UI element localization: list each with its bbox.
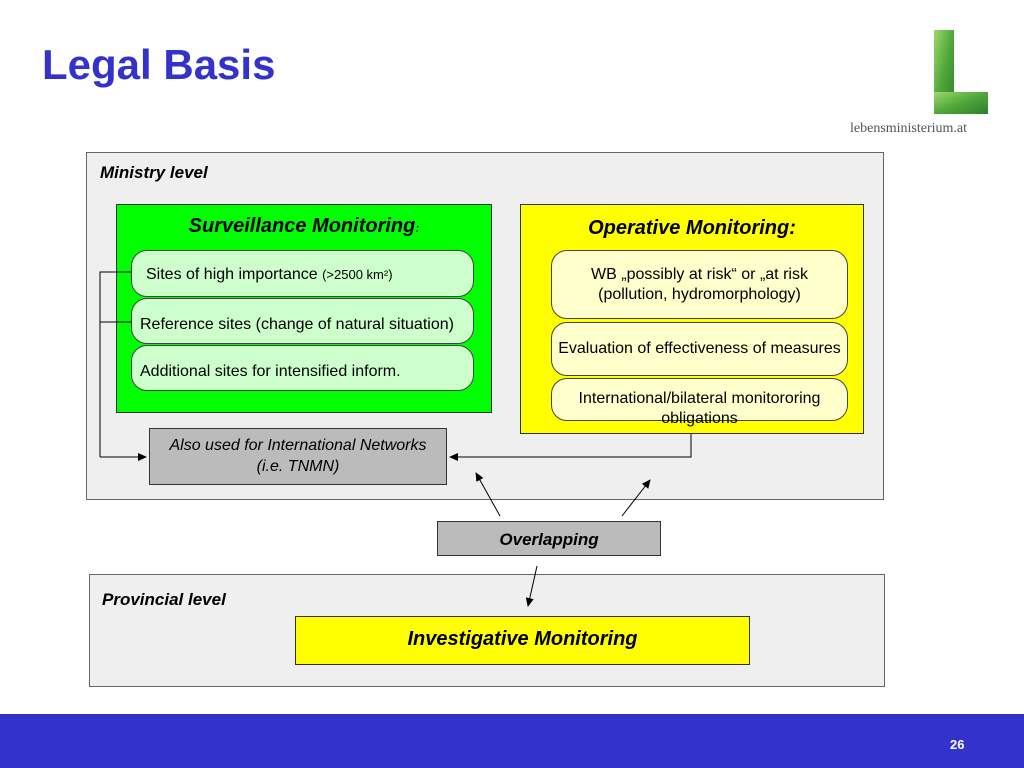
overlap-to-operative-arrow [621, 479, 651, 517]
international-networks-box: Also used for International Networks (i.… [149, 428, 447, 485]
wb-at-risk-item: WB „possibly at risk“ or „at risk (pollu… [551, 250, 848, 319]
sites-high-importance-item: Sites of high importance (>2500 km²) [131, 250, 474, 297]
additional-sites-item: Additional sites for intensified inform. [131, 345, 474, 391]
lebensministerium-logo-icon [934, 30, 988, 114]
overlap-to-surveillance-arrow [475, 472, 501, 517]
logo-text: lebensministerium.at [850, 121, 968, 136]
footer-bar [0, 714, 1024, 768]
evaluation-effectiveness-item: Evaluation of effectiveness of measures [551, 322, 848, 376]
overlapping-box: Overlapping [437, 521, 661, 556]
operative-monitoring-title: Operative Monitoring: [588, 217, 796, 239]
surveillance-monitoring-title: Surveillance Monitoring: [188, 215, 420, 237]
investigative-monitoring-box: Investigative Monitoring [295, 616, 750, 665]
surveillance-bracket-line [99, 271, 147, 461]
ministry-level-label: Ministry level [100, 163, 208, 182]
international-obligations-item: International/bilateral monitororing obl… [551, 378, 848, 427]
provincial-level-label: Provincial level [102, 590, 226, 609]
overlap-to-investigative-arrow [525, 565, 538, 607]
operative-to-networks-line [449, 434, 692, 461]
reference-sites-item: Reference sites (change of natural situa… [131, 298, 474, 344]
page-number: 26 [950, 737, 965, 752]
page-title: Legal Basis [42, 41, 276, 88]
